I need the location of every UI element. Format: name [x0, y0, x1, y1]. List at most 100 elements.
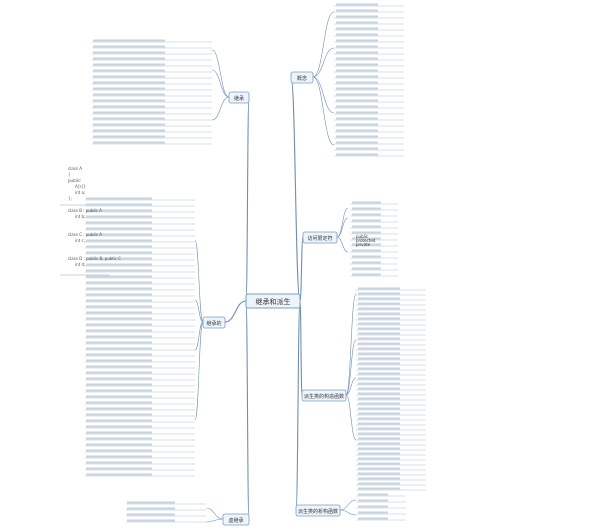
leaf-text-placeholder: [86, 413, 152, 416]
leaf-text-placeholder: [358, 493, 388, 496]
code-line: public:: [68, 178, 81, 183]
code-line: int c;: [75, 238, 85, 243]
branch-node-concept[interactable]: 概念: [290, 71, 314, 84]
leaf-text-placeholder: [93, 57, 165, 60]
leaf-text-placeholder: [358, 382, 400, 385]
link-root-inherit: [245, 96, 250, 302]
leaf-text-placeholder: [93, 81, 165, 84]
link-inherit-3: [211, 96, 230, 121]
leaf-label: protected: [356, 238, 376, 243]
link-concept-4: [312, 76, 335, 146]
leaf-text-placeholder: [86, 287, 152, 290]
branch-label: 访问限定符: [307, 235, 332, 242]
leaf-text-placeholder: [358, 412, 400, 415]
code-line: };: [68, 196, 72, 201]
link-virtual-1: [205, 507, 224, 520]
leaf-text-placeholder: [86, 221, 152, 224]
link-ctor-2: [345, 339, 357, 396]
leaf-text-placeholder: [86, 371, 152, 374]
leaf-text-placeholder: [358, 467, 400, 470]
leaf-text-placeholder: [86, 335, 152, 338]
branch-node-derived-destructor[interactable]: 派生类的析构函数: [295, 504, 341, 517]
leaf-text-placeholder: [86, 305, 152, 308]
leaf-text-placeholder: [358, 447, 400, 450]
mindmap-leaves: [85, 3, 426, 523]
link-root-ctor: [299, 300, 303, 396]
branch-node-virtual-inherit[interactable]: 虚继承: [222, 513, 250, 526]
leaf-text-placeholder: [352, 273, 381, 276]
leaf-text-placeholder: [93, 99, 165, 102]
leaf-text-placeholder: [358, 472, 400, 475]
leaf-text-placeholder: [127, 501, 175, 504]
leaf-text-placeholder: [358, 427, 400, 430]
branch-node-inherit-2[interactable]: 继承的: [202, 316, 226, 329]
leaf-text-placeholder: [352, 249, 381, 252]
leaf-text-placeholder: [358, 417, 400, 420]
root-node[interactable]: 继承和派生: [245, 293, 301, 309]
leaf-text-placeholder: [86, 401, 152, 404]
leaf-text-placeholder: [352, 207, 381, 210]
leaf-text-placeholder: [86, 455, 152, 458]
leaf-text-placeholder: [352, 213, 381, 216]
leaf-text-placeholder: [93, 135, 165, 138]
leaf-text-placeholder: [352, 201, 381, 204]
leaf-text-placeholder: [86, 275, 152, 278]
link-inherit2-4: [194, 321, 204, 421]
leaf-text-placeholder: [93, 75, 165, 78]
leaf-text-placeholder: [336, 99, 378, 102]
leaf-text-placeholder: [336, 147, 378, 150]
leaf-text-placeholder: [86, 215, 152, 218]
leaf-text-placeholder: [358, 499, 388, 502]
branch-node-access-specifier[interactable]: 访问限定符: [302, 231, 338, 244]
branch-label: 派生类的析构函数: [298, 508, 338, 515]
leaf-text-placeholder: [358, 392, 400, 395]
leaf-text-placeholder: [358, 505, 388, 508]
leaf-text-placeholder: [127, 519, 175, 522]
code-line: class D : public B, public C: [68, 256, 121, 261]
leaf-text-placeholder: [358, 377, 400, 380]
leaf-text-placeholder: [86, 209, 152, 212]
code-line: {: [68, 172, 71, 177]
leaf-text-placeholder: [93, 123, 165, 126]
leaf-text-placeholder: [86, 377, 152, 380]
leaf-text-placeholder: [352, 255, 381, 258]
branch-node-derived-constructor[interactable]: 派生类的构造函数: [301, 389, 347, 402]
link-access-2: [336, 217, 349, 238]
link-concept-3: [312, 76, 335, 114]
leaf-text-placeholder: [358, 332, 400, 335]
leaf-text-placeholder: [336, 135, 378, 138]
leaf-text-placeholder: [86, 293, 152, 296]
leaf-text-placeholder: [336, 27, 378, 30]
leaf-text-placeholder: [86, 353, 152, 356]
link-dtor-2: [339, 509, 357, 516]
link-root-inherit2: [224, 300, 247, 323]
leaf-text-placeholder: [86, 263, 152, 266]
leaf-text-placeholder: [358, 457, 400, 460]
leaf-text-placeholder: [358, 407, 400, 410]
leaf-text-placeholder: [86, 389, 152, 392]
link-root-dtor: [295, 300, 301, 511]
leaf-text-placeholder: [86, 437, 152, 440]
leaf-text-placeholder: [358, 307, 400, 310]
leaf-text-placeholder: [86, 407, 152, 410]
leaf-text-placeholder: [352, 243, 381, 246]
leaf-label: public: [356, 234, 368, 239]
leaf-text-placeholder: [127, 513, 175, 516]
leaf-text-placeholder: [86, 449, 152, 452]
leaf-text-placeholder: [86, 329, 152, 332]
leaf-text-placeholder: [358, 367, 400, 370]
leaf-text-placeholder: [336, 141, 378, 144]
leaf-text-placeholder: [86, 203, 152, 206]
branch-label: 虚继承: [228, 517, 243, 524]
leaf-text-placeholder: [358, 437, 400, 440]
leaf-text-placeholder: [358, 511, 388, 514]
link-dtor-1: [339, 499, 357, 511]
leaf-text-placeholder: [86, 395, 152, 398]
leaf-text-placeholder: [336, 9, 378, 12]
link-ctor-4: [345, 394, 357, 441]
branch-node-inherit[interactable]: 继承: [228, 91, 250, 104]
leaf-text-placeholder: [358, 422, 400, 425]
link-ctor-1: [345, 293, 357, 396]
leaf-text-placeholder: [336, 33, 378, 36]
code-line: A(){}: [75, 184, 86, 189]
